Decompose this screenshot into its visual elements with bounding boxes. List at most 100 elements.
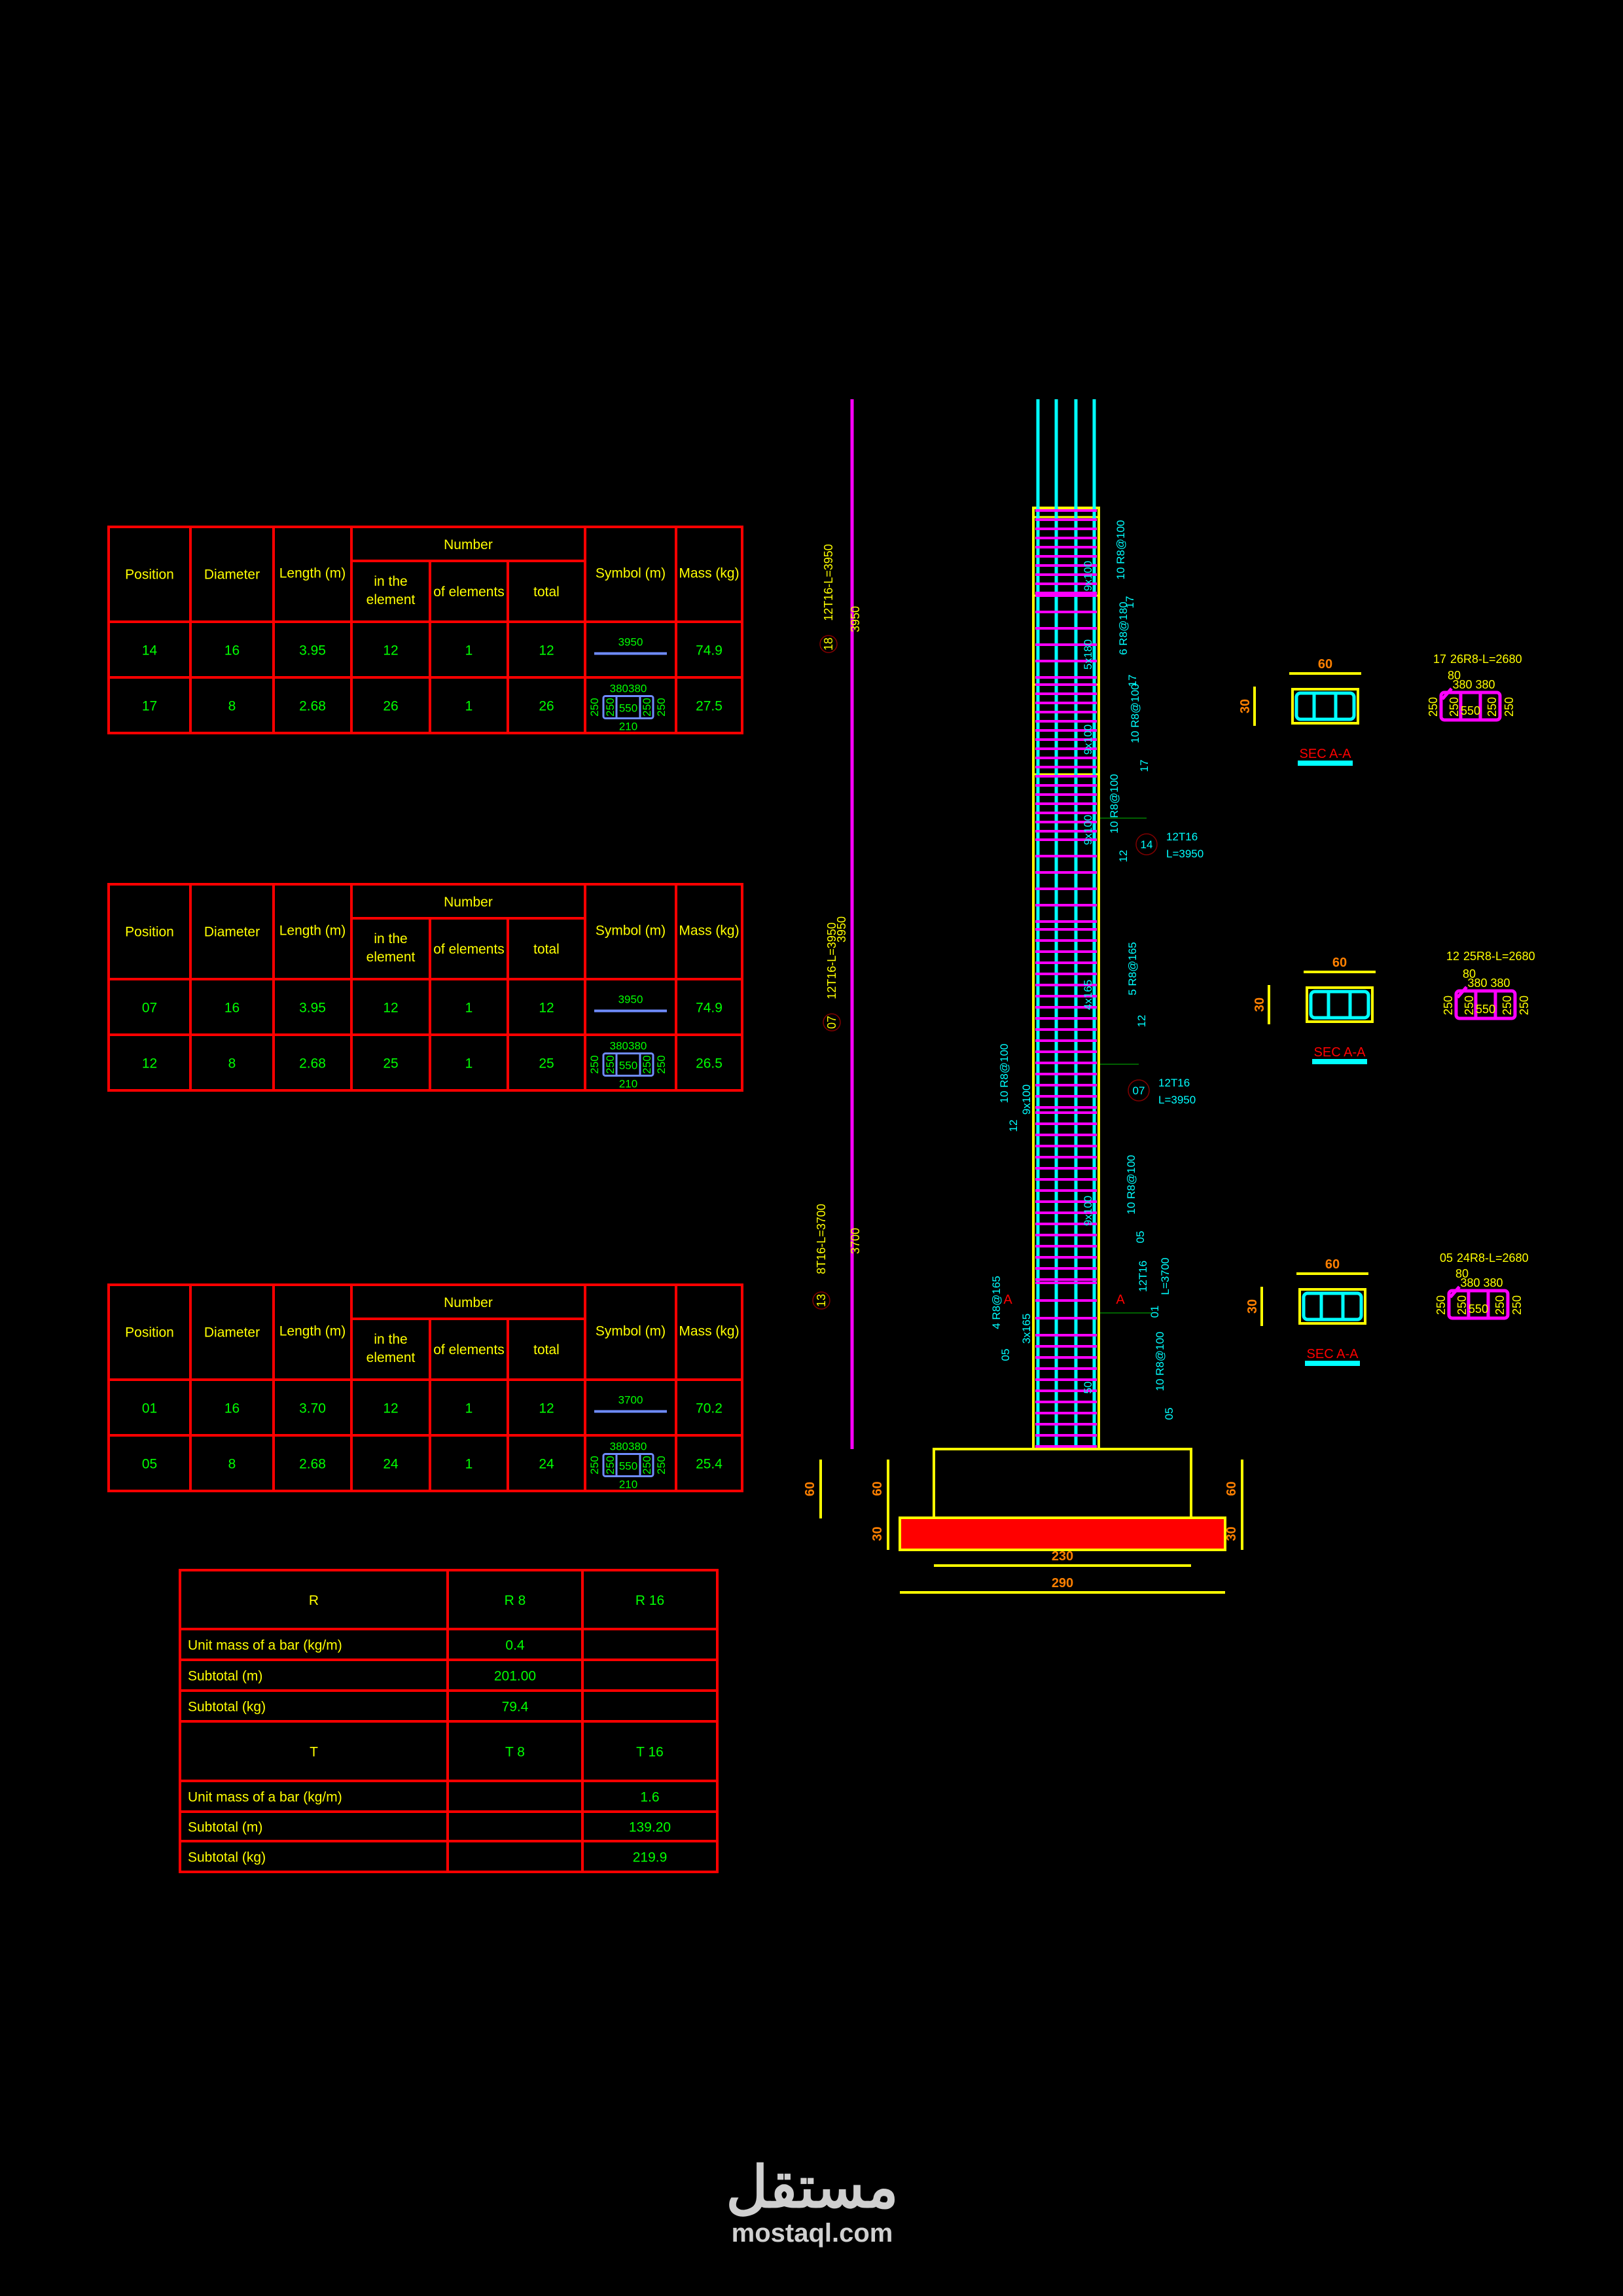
mark-circle bbox=[823, 1013, 841, 1031]
stirrup-note-mark: 17 bbox=[1124, 596, 1136, 609]
table-row: Subtotal (kg)79.4 bbox=[188, 1700, 529, 1715]
stirrup-note-text: 10 R8@100 bbox=[1129, 684, 1141, 744]
header-mass: Mass (kg) bbox=[679, 1324, 739, 1339]
pedestal-outline bbox=[933, 1448, 1192, 1519]
section-marker-left: A bbox=[1003, 1293, 1012, 1307]
cell-total: 12 bbox=[539, 1001, 554, 1016]
symbol-right-dim: 250 bbox=[655, 698, 668, 716]
stirrup-side-dim: 250 bbox=[1493, 1295, 1507, 1315]
bar-label-text: 12T16-L=3950 bbox=[825, 922, 838, 999]
header-number: Number bbox=[444, 537, 493, 552]
cell-diameter: 8 bbox=[228, 699, 236, 714]
summary-cell: 139.20 bbox=[629, 1820, 671, 1835]
stirrup-spacing: 9x100 bbox=[1082, 561, 1094, 591]
stirrup-side-dim: 250 bbox=[1427, 697, 1440, 717]
table-row: Unit mass of a bar (kg/m)1.6 bbox=[188, 1790, 660, 1805]
cell-length: 2.68 bbox=[299, 1056, 326, 1071]
symbol-bottom-dim: 210 bbox=[619, 1078, 637, 1090]
header-position: Position bbox=[125, 1325, 174, 1340]
stirrup-label: 24R8-L=2680 bbox=[1457, 1251, 1529, 1265]
stirrup-side-dim: 250 bbox=[1518, 996, 1531, 1015]
section-title: SEC A-A bbox=[1307, 1347, 1359, 1361]
symbol-inner-left-dim: 250 bbox=[604, 1456, 616, 1474]
symbol-middle-dim: 550 bbox=[619, 1460, 637, 1473]
section-title: SEC A-A bbox=[1300, 747, 1352, 761]
header-diameter: Diameter bbox=[204, 567, 260, 583]
summary-header: R bbox=[309, 1593, 319, 1608]
stirrup-mark: 12 bbox=[1446, 950, 1459, 963]
stirrup-side-dim: 250 bbox=[1486, 697, 1499, 717]
header-total: total bbox=[533, 942, 560, 957]
cell-mass: 70.2 bbox=[696, 1401, 722, 1416]
stirrup-note-mark: 12 bbox=[1117, 850, 1130, 863]
symbol-top-dim: 380380 bbox=[610, 1441, 647, 1453]
table-row: Subtotal (kg)219.9 bbox=[188, 1850, 667, 1865]
symbol-length: 3950 bbox=[618, 636, 643, 649]
stirrup-spacing: 3x165 bbox=[1020, 1314, 1033, 1344]
header-symbol: Symbol (m) bbox=[596, 924, 666, 939]
cell-length: 2.68 bbox=[299, 1457, 326, 1472]
header-length: Length (m) bbox=[279, 924, 346, 939]
table-border bbox=[107, 883, 743, 1092]
cell-position: 01 bbox=[142, 1401, 157, 1416]
summary-cell: 0.4 bbox=[505, 1638, 525, 1653]
cell-mass: 26.5 bbox=[696, 1056, 722, 1071]
symbol-length: 3950 bbox=[618, 994, 643, 1006]
summary-cell: 201.00 bbox=[494, 1669, 536, 1684]
header-symbol: Symbol (m) bbox=[596, 566, 666, 581]
stirrup-middle-dim: 550 bbox=[1461, 704, 1480, 717]
cell-total: 26 bbox=[539, 699, 554, 714]
header-mass: Mass (kg) bbox=[679, 924, 739, 939]
stirrup-top-dim: 380 380 bbox=[1460, 1276, 1503, 1289]
symbol-top-dim: 380380 bbox=[610, 683, 647, 695]
header-symbol: Symbol (m) bbox=[596, 1324, 666, 1339]
stirrup-note-mark: 12 bbox=[1007, 1120, 1020, 1132]
symbol-left-dim: 250 bbox=[588, 1055, 601, 1073]
cell-position: 05 bbox=[142, 1457, 157, 1472]
cell-mass: 74.9 bbox=[696, 1001, 722, 1016]
table-row: Subtotal (m)201.00 bbox=[188, 1669, 536, 1684]
stirrup-spacing: 9x100 bbox=[1082, 1196, 1094, 1226]
table-border bbox=[107, 526, 743, 734]
stirrup-note-mark: 05 bbox=[999, 1349, 1012, 1361]
stirrup-shape bbox=[1447, 1289, 1510, 1320]
section-stirrup bbox=[1309, 990, 1370, 1020]
watermark-site: mostaql.com bbox=[732, 2219, 893, 2248]
cell-of-elements: 1 bbox=[465, 1056, 473, 1071]
stirrup-side-dim: 250 bbox=[1442, 996, 1455, 1015]
bar-dimension: 3950 bbox=[835, 916, 848, 942]
symbol-length: 3700 bbox=[618, 1394, 643, 1407]
section-outline bbox=[1298, 1288, 1366, 1325]
summary-header: T 16 bbox=[636, 1745, 664, 1760]
cell-in-element: 26 bbox=[383, 699, 398, 714]
symbol-left-dim: 250 bbox=[588, 1456, 601, 1474]
section-width-dim: 60 bbox=[1332, 956, 1347, 970]
stirrup-spacing: 9x100 bbox=[1082, 725, 1094, 755]
section-width-dim: 60 bbox=[1325, 1257, 1340, 1272]
cell-diameter: 16 bbox=[224, 1401, 240, 1416]
callout-length: L=3950 bbox=[1158, 1094, 1196, 1106]
symbol-bottom-dim: 210 bbox=[619, 1479, 637, 1491]
bar-label-text: 8T16-L=3700 bbox=[815, 1204, 828, 1274]
stirrup-note-text: 10 R8@100 bbox=[1115, 520, 1127, 580]
summary-row-label: Subtotal (m) bbox=[188, 1820, 262, 1835]
stirrup-hook bbox=[1449, 1285, 1461, 1299]
mark-circle bbox=[812, 1291, 830, 1310]
header-in-element: in the bbox=[374, 574, 407, 589]
header-position: Position bbox=[125, 567, 174, 583]
stirrup-shape bbox=[1454, 989, 1517, 1020]
section-outline bbox=[1306, 986, 1374, 1023]
stirrup-symbol bbox=[602, 1052, 654, 1077]
